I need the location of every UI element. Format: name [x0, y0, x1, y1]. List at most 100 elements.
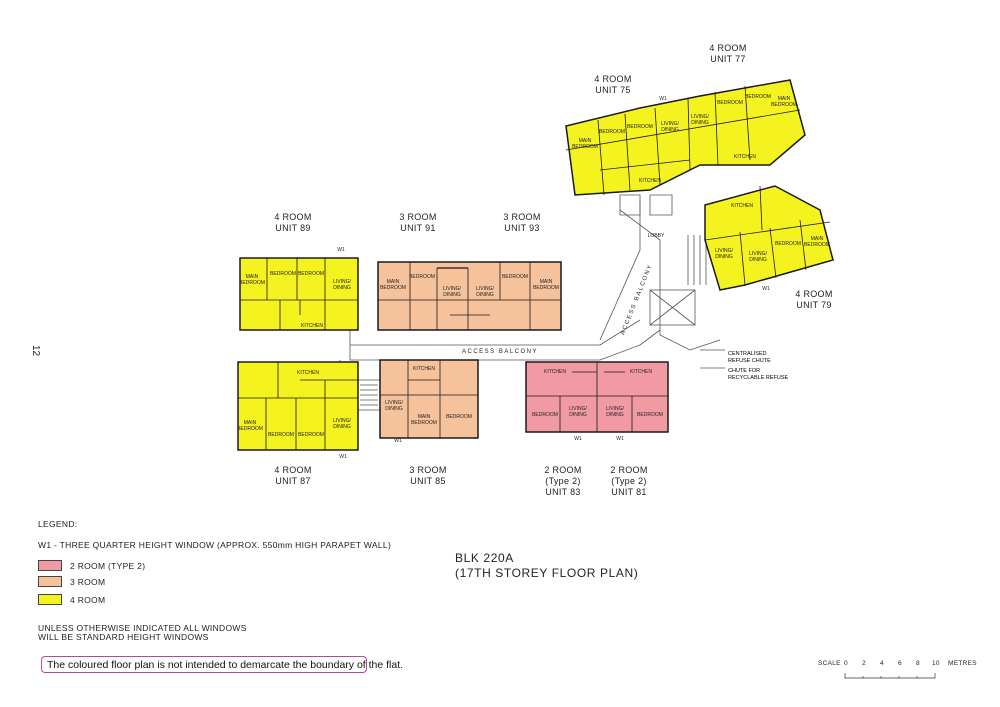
- page-number: 12: [30, 344, 42, 357]
- scale-tick-10: 10: [932, 660, 940, 667]
- unit-79-block: [704, 185, 834, 291]
- svg-text:KITCHEN: KITCHEN: [734, 154, 756, 160]
- unit-label-83: 2 ROOM(Type 2)UNIT 83: [544, 465, 582, 497]
- svg-text:BEDROOM: BEDROOM: [533, 285, 559, 291]
- svg-text:BEDROOM: BEDROOM: [637, 412, 663, 418]
- svg-text:BEDROOM: BEDROOM: [239, 280, 265, 286]
- svg-text:BEDROOM: BEDROOM: [270, 271, 296, 277]
- svg-text:BEDROOM: BEDROOM: [268, 432, 294, 438]
- svg-text:KITCHEN: KITCHEN: [301, 323, 323, 329]
- svg-text:W1: W1: [574, 436, 582, 442]
- svg-text:DINING: DINING: [661, 127, 679, 133]
- svg-text:KITCHEN: KITCHEN: [731, 203, 753, 209]
- svg-text:DINING: DINING: [749, 257, 767, 263]
- svg-text:LIVING/: LIVING/: [569, 406, 587, 412]
- svg-text:MAIN: MAIN: [244, 420, 257, 426]
- svg-text:CENTRALISED: CENTRALISED: [728, 351, 767, 357]
- svg-text:BEDROOM: BEDROOM: [298, 271, 324, 277]
- unit-75-77-block: [565, 79, 806, 196]
- scale-tick-0: 0: [844, 660, 848, 667]
- legend-window-note-2: WILL BE STANDARD HEIGHT WINDOWS: [38, 632, 209, 642]
- svg-text:MAIN: MAIN: [387, 279, 400, 285]
- legend-label-4-room: 4 ROOM: [70, 595, 106, 605]
- svg-text:KITCHEN: KITCHEN: [639, 178, 661, 184]
- svg-text:MAIN: MAIN: [418, 414, 431, 420]
- svg-text:W1: W1: [394, 438, 402, 444]
- svg-text:W1: W1: [762, 286, 770, 292]
- scale-tick-6: 6: [898, 660, 902, 667]
- svg-text:BEDROOM: BEDROOM: [446, 414, 472, 420]
- legend-heading: LEGEND:: [38, 519, 78, 529]
- svg-text:W1: W1: [616, 436, 624, 442]
- svg-text:DINING: DINING: [691, 120, 709, 126]
- legend-label-3-room: 3 ROOM: [70, 577, 106, 587]
- plan-title: BLK 220A (17TH STOREY FLOOR PLAN): [455, 551, 638, 581]
- svg-text:LOBBY: LOBBY: [648, 233, 665, 239]
- scale-unit: METRES: [948, 660, 977, 667]
- svg-text:DINING: DINING: [715, 254, 733, 260]
- svg-text:LIVING/: LIVING/: [749, 251, 767, 257]
- scale-tick-8: 8: [916, 660, 920, 667]
- svg-text:LIVING/: LIVING/: [661, 121, 679, 127]
- svg-text:BEDROOM: BEDROOM: [380, 285, 406, 291]
- legend-window-note-1: UNLESS OTHERWISE INDICATED ALL WINDOWS: [38, 623, 247, 633]
- svg-text:BEDROOM: BEDROOM: [298, 432, 324, 438]
- svg-text:KITCHEN: KITCHEN: [544, 369, 566, 375]
- svg-text:MAIN: MAIN: [579, 138, 592, 144]
- svg-text:LIVING/: LIVING/: [443, 286, 461, 292]
- legend-w1-note: W1 - THREE QUARTER HEIGHT WINDOW (APPROX…: [38, 540, 392, 550]
- svg-text:LIVING/: LIVING/: [691, 114, 709, 120]
- svg-text:RECYCLABLE REFUSE: RECYCLABLE REFUSE: [728, 375, 789, 381]
- svg-text:BEDROOM: BEDROOM: [771, 102, 797, 108]
- svg-text:KITCHEN: KITCHEN: [297, 370, 319, 376]
- svg-text:BEDROOM: BEDROOM: [745, 94, 771, 100]
- svg-text:KITCHEN: KITCHEN: [630, 369, 652, 375]
- svg-text:BEDROOM: BEDROOM: [717, 100, 743, 106]
- svg-text:CHUTE FOR: CHUTE FOR: [728, 368, 760, 374]
- svg-text:BEDROOM: BEDROOM: [409, 274, 435, 280]
- svg-text:LIVING/: LIVING/: [333, 418, 351, 424]
- legend-swatch-3-room: [38, 576, 62, 587]
- svg-text:MAIN: MAIN: [540, 279, 553, 285]
- svg-text:BEDROOM: BEDROOM: [599, 129, 625, 135]
- svg-text:BEDROOM: BEDROOM: [572, 144, 598, 150]
- svg-text:MAIN: MAIN: [811, 236, 824, 242]
- scale-label: SCALE: [818, 660, 841, 667]
- svg-text:REFUSE CHUTE: REFUSE CHUTE: [728, 358, 771, 364]
- svg-text:BEDROOM: BEDROOM: [804, 242, 830, 248]
- legend-swatch-2-room: [38, 560, 62, 571]
- unit-89-block: [239, 257, 359, 331]
- svg-text:DINING: DINING: [606, 412, 624, 418]
- svg-text:DINING: DINING: [476, 292, 494, 298]
- svg-text:MAIN: MAIN: [246, 274, 259, 280]
- scale-tick-2: 2: [862, 660, 866, 667]
- legend-label-2-room: 2 ROOM (TYPE 2): [70, 561, 146, 571]
- svg-text:BEDROOM: BEDROOM: [627, 124, 653, 130]
- svg-text:LIVING/: LIVING/: [385, 400, 403, 406]
- scale-tick-4: 4: [880, 660, 884, 667]
- room-labels: MAIN BEDROOM BEDROOM BEDROOM LIVING/ DIN…: [237, 94, 830, 438]
- svg-text:KITCHEN: KITCHEN: [413, 366, 435, 372]
- unit-85-block: [379, 359, 479, 439]
- unit-91-93-block: [377, 261, 562, 331]
- svg-text:W1: W1: [659, 96, 667, 102]
- svg-text:LIVING/: LIVING/: [333, 279, 351, 285]
- access-corridor: [339, 194, 725, 440]
- svg-text:DINING: DINING: [385, 406, 403, 412]
- svg-text:LIVING/: LIVING/: [715, 248, 733, 254]
- unit-87-block: [237, 361, 359, 451]
- svg-text:BEDROOM: BEDROOM: [502, 274, 528, 280]
- svg-text:ACCESS BALCONY: ACCESS BALCONY: [620, 263, 654, 336]
- legend-swatch-4-room: [38, 594, 62, 605]
- svg-text:W1: W1: [339, 454, 347, 460]
- svg-text:BEDROOM: BEDROOM: [411, 420, 437, 426]
- svg-text:ACCESS BALCONY: ACCESS BALCONY: [462, 349, 538, 355]
- unit-83-81-block: [525, 361, 669, 433]
- plan-title-block: BLK 220A: [455, 551, 514, 565]
